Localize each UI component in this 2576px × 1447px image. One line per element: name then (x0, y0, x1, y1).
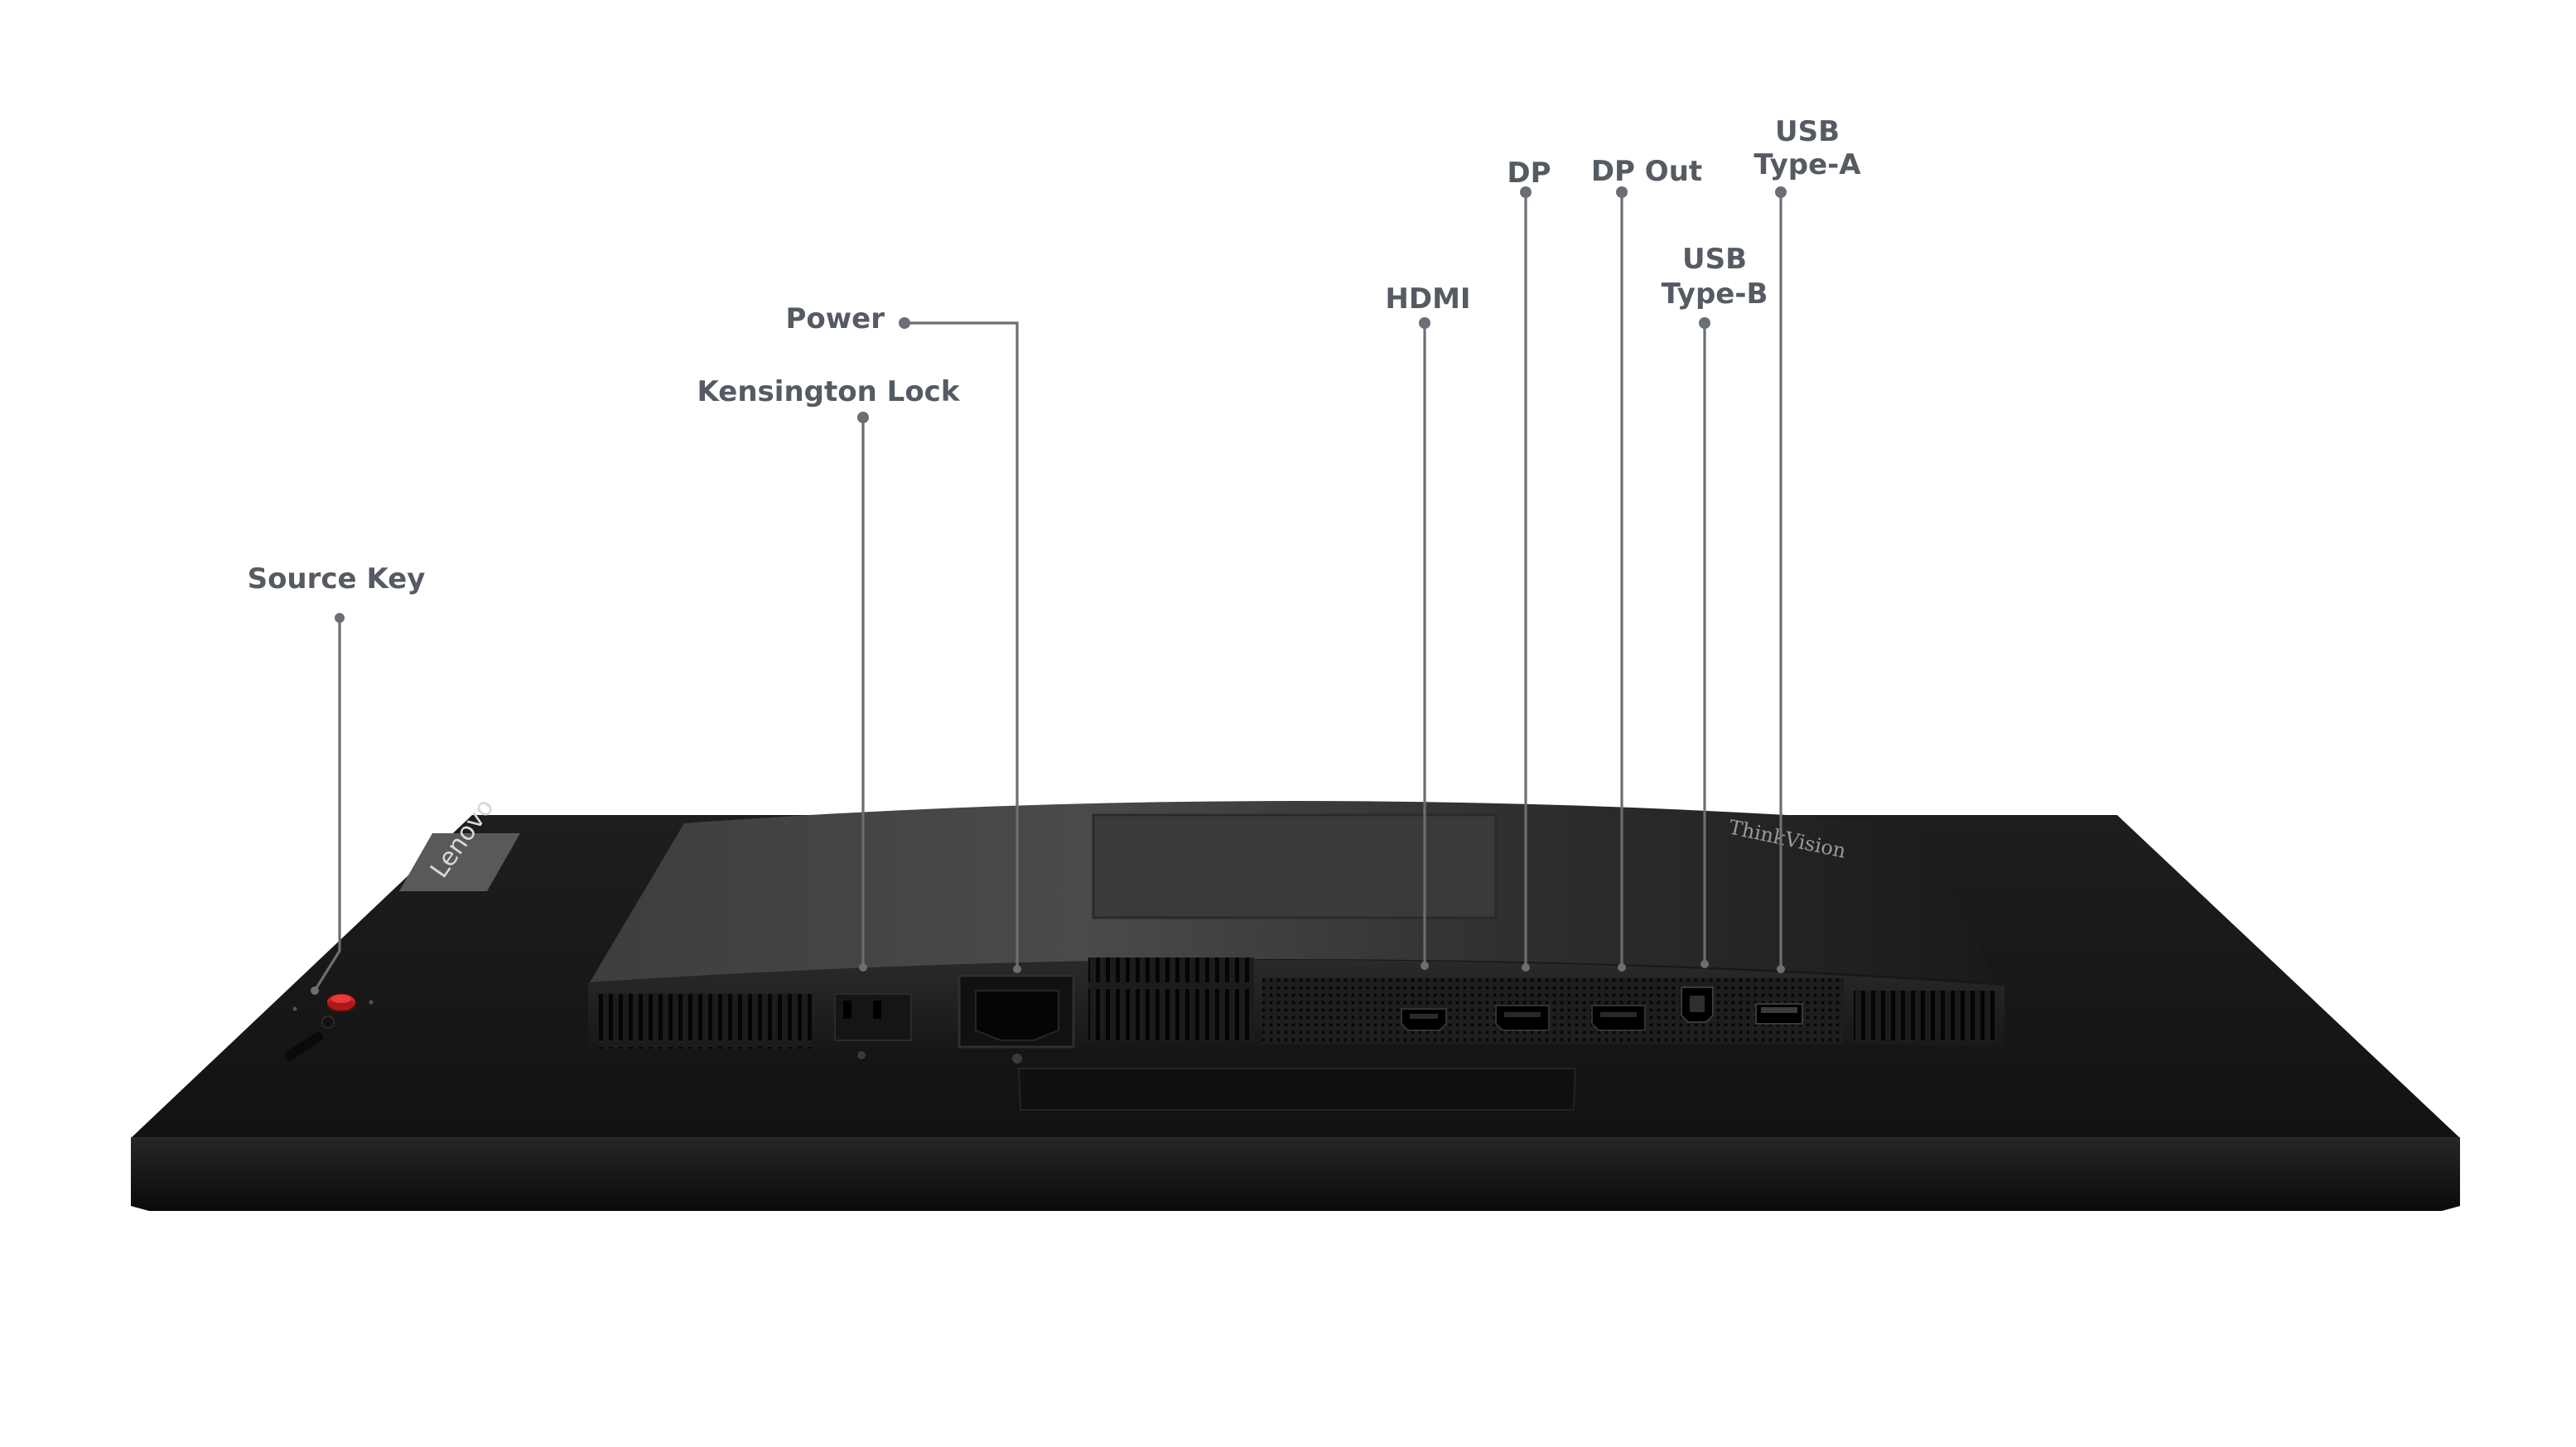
leader-source-key (313, 618, 341, 991)
label-usb-type-b-line2: Type-B (1662, 277, 1768, 311)
port-perforation (1262, 977, 1844, 1044)
label-dp: DP (1507, 157, 1551, 190)
label-usb-type-a-line1: USB (1775, 115, 1840, 148)
panel-front-edge (131, 1138, 2460, 1211)
right-vent-grille (1854, 991, 1996, 1044)
label-power: Power (785, 302, 885, 335)
hdmi-port (1401, 1008, 1447, 1031)
label-kensington-lock: Kensington Lock (697, 375, 961, 408)
power-button (285, 1032, 323, 1060)
label-hdmi: HDMI (1385, 282, 1470, 316)
label-source-key: Source Key (248, 562, 426, 596)
center-vent-grille (1088, 957, 1254, 1040)
kensington-lock-slot (834, 993, 912, 1059)
dp-out-port (1591, 1005, 1646, 1031)
power-inlet (958, 974, 1075, 1064)
rear-housing: ThinkVision (590, 801, 1996, 982)
button-small (321, 1015, 335, 1029)
label-dp-out: DP Out (1591, 155, 1702, 188)
port-bar (588, 957, 2004, 1111)
leader-lines (311, 186, 1787, 995)
label-usb-type-a-line2: Type-A (1754, 148, 1861, 181)
left-vent-grille (598, 994, 812, 1049)
usb-type-b-port (1681, 986, 1714, 1023)
control-buttons (285, 994, 374, 1060)
leader-power (904, 321, 1019, 969)
vesa-mount-plate (1092, 813, 1498, 919)
callout-labels: Source Key Kensington Lock Power HDMI DP… (248, 115, 1862, 596)
usb-type-a-port (1755, 1003, 1803, 1025)
dp-port (1495, 1005, 1550, 1031)
cable-cover (1017, 1068, 1577, 1111)
label-usb-type-b-line1: USB (1682, 243, 1747, 276)
